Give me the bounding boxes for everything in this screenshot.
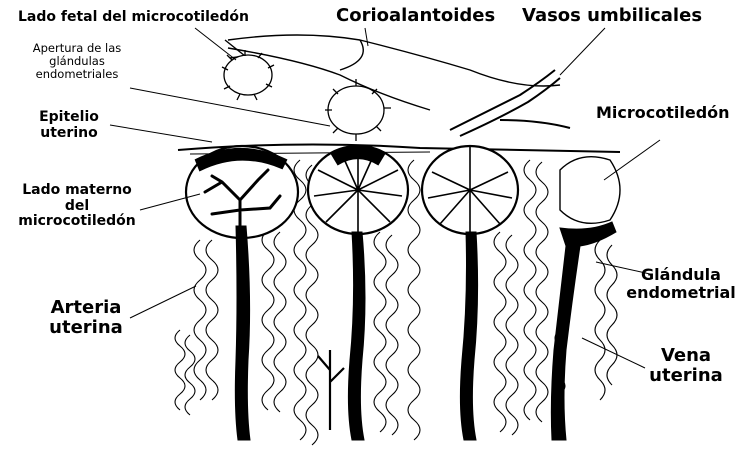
label-fetal-side: Lado fetal del microcotiledón bbox=[18, 10, 249, 26]
umbilical-vessels bbox=[450, 70, 570, 136]
label-uterine-epithelium-line-1: Epitelio bbox=[22, 110, 116, 126]
label-uterine-vein-line-2: uterina bbox=[636, 366, 736, 386]
label-chorioallantois: Corioalantoides bbox=[336, 6, 495, 26]
label-gland-openings: Apertura de las glándulas endometriales bbox=[10, 42, 144, 81]
label-uterine-artery-line-1: Arteria bbox=[30, 298, 142, 318]
uterine-vein bbox=[551, 222, 616, 440]
small-vessel-branches bbox=[318, 350, 344, 430]
label-maternal-side-line-1: Lado materno bbox=[10, 183, 144, 199]
label-umbilical-vessels: Vasos umbilicales bbox=[522, 6, 702, 26]
label-uterine-vein: Vena uterina bbox=[636, 346, 736, 386]
label-uterine-vein-line-1: Vena bbox=[636, 346, 736, 366]
chorioallantois-membrane bbox=[225, 35, 560, 110]
label-microcotyledon: Microcotiledón bbox=[596, 104, 730, 122]
fetal-villus-top bbox=[222, 50, 391, 141]
label-endometrial-gland-line-2: endometrial bbox=[618, 284, 744, 302]
label-uterine-epithelium: Epitelio uterino bbox=[22, 110, 116, 141]
label-uterine-artery: Arteria uterina bbox=[30, 298, 142, 338]
label-uterine-epithelium-line-2: uterino bbox=[22, 126, 116, 142]
label-gland-openings-line-1: Apertura de las bbox=[10, 42, 144, 55]
label-gland-openings-line-3: endometriales bbox=[10, 68, 144, 81]
label-endometrial-gland: Glándula endometrial bbox=[618, 266, 744, 302]
microcotyledon-crypts bbox=[186, 146, 620, 238]
label-maternal-side-line-3: microcotiledón bbox=[10, 214, 144, 230]
label-uterine-artery-line-2: uterina bbox=[30, 318, 142, 338]
label-gland-openings-line-2: glándulas bbox=[10, 55, 144, 68]
label-maternal-side: Lado materno del microcotiledón bbox=[10, 183, 144, 230]
label-maternal-side-line-2: del bbox=[10, 199, 144, 215]
label-endometrial-gland-line-1: Glándula bbox=[618, 266, 744, 284]
